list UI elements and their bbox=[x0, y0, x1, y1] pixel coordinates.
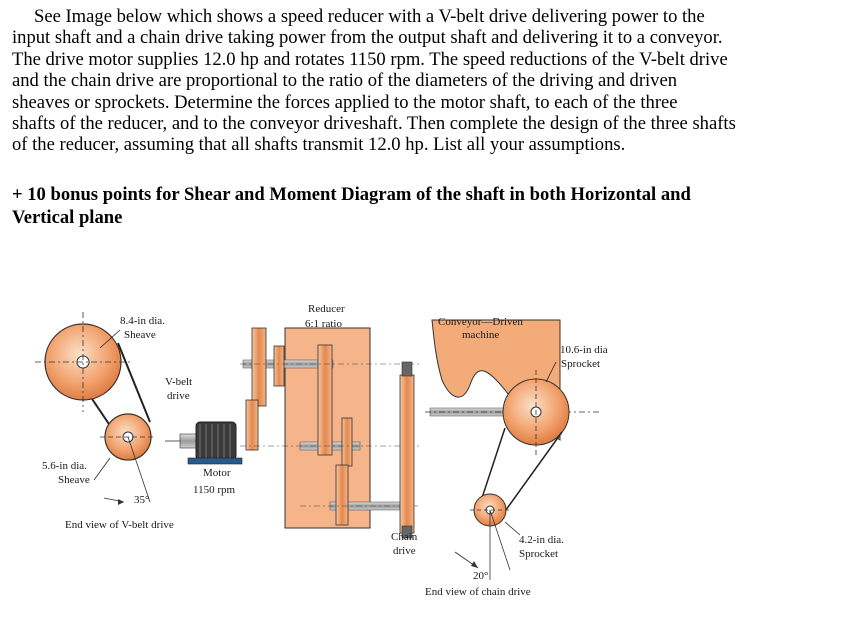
vbelt-end-view bbox=[35, 312, 156, 505]
reducer bbox=[240, 327, 420, 529]
middle-pinion bbox=[341, 417, 353, 467]
vbelt-angle-label: 35° bbox=[134, 494, 149, 506]
belt-strand-right bbox=[117, 342, 151, 423]
large-sprocket-label-1: 10.6-in dia bbox=[560, 344, 608, 356]
small-sprocket-label-2: Sprocket bbox=[519, 548, 558, 560]
bonus-line-1: + 10 bonus points for Shear and Moment D… bbox=[12, 184, 691, 205]
chain-label-1: Chain bbox=[391, 531, 418, 543]
bonus-statement: + 10 bonus points for Shear and Moment D… bbox=[12, 183, 852, 229]
chain-caption: End view of chain drive bbox=[425, 586, 531, 598]
small-sprocket-label-1: 4.2-in dia. bbox=[519, 534, 564, 546]
problem-line-2: input shaft and a chain drive taking pow… bbox=[12, 27, 723, 49]
output-gear bbox=[335, 464, 349, 526]
problem-line-6: shafts of the reducer, and to the convey… bbox=[12, 113, 736, 135]
problem-line-5: sheaves or sprockets. Determine the forc… bbox=[12, 91, 678, 113]
chain-drive bbox=[399, 361, 415, 539]
large-sprocket-label-2: Sprocket bbox=[561, 358, 600, 370]
motor-label-1: Motor bbox=[203, 467, 231, 479]
chain-sprocket-side bbox=[399, 374, 415, 534]
motor bbox=[165, 421, 243, 465]
vbelt-label-2: drive bbox=[167, 390, 190, 402]
bonus-line-2: Vertical plane bbox=[12, 207, 123, 228]
chain-label-2: drive bbox=[393, 545, 416, 557]
large-sheave-label-1: 8.4-in dia. bbox=[120, 315, 165, 327]
vbelt-label-1: V-belt bbox=[165, 376, 192, 388]
conveyor-label-2: machine bbox=[462, 329, 499, 341]
small-sheave-label-1: 5.6-in dia. bbox=[42, 460, 87, 472]
conveyor-label-1: Conveyor—Driven bbox=[438, 316, 523, 328]
small-sheave-label-2: Sheave bbox=[58, 474, 90, 486]
reducer-label-2: 6:1 ratio bbox=[305, 318, 342, 330]
chain-angle-label: 20° bbox=[473, 570, 488, 582]
motor-label-2: 1150 rpm bbox=[193, 484, 236, 496]
input-sheave bbox=[251, 327, 267, 407]
input-pinion bbox=[273, 345, 285, 387]
reducer-label-1: Reducer bbox=[308, 303, 345, 315]
problem-line-3: The drive motor supplies 12.0 hp and rot… bbox=[12, 48, 728, 70]
large-sheave-label-2: Sheave bbox=[124, 329, 156, 341]
problem-line-7: of the reducer, assuming that all shafts… bbox=[12, 134, 626, 156]
problem-line-1: See Image below which shows a speed redu… bbox=[34, 6, 705, 27]
middle-gear-large bbox=[317, 344, 333, 456]
chain-strand-right bbox=[502, 431, 563, 515]
problem-line-4: and the chain drive are proportional to … bbox=[12, 70, 678, 92]
problem-statement: See Image below which shows a speed redu… bbox=[12, 6, 857, 156]
motor-base bbox=[187, 457, 243, 465]
conveyor bbox=[425, 319, 600, 580]
vbelt-sheave-side bbox=[245, 399, 259, 451]
vbelt-caption: End view of V-belt drive bbox=[65, 519, 174, 531]
speed-reducer-figure: 8.4-in dia. Sheave V-belt drive 5.6-in d… bbox=[35, 303, 608, 598]
